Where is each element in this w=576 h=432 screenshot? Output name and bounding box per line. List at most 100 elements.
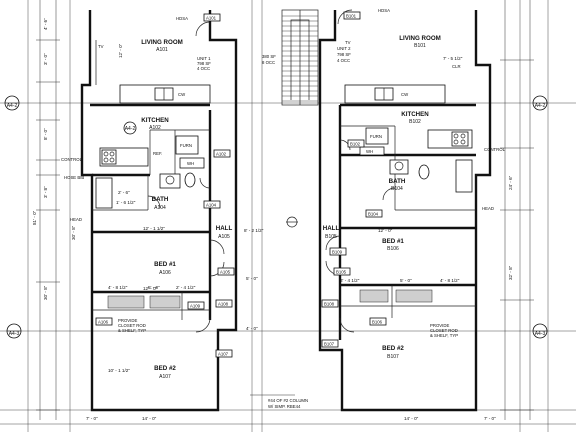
svg-text:B109: B109	[332, 250, 343, 255]
unit-b-info-1: UNIT 2	[337, 46, 351, 51]
dim-bottom-b: 7' - 0"	[86, 416, 98, 421]
dim-left-c: 8' - 0"	[43, 128, 48, 140]
unit-b-closets	[340, 285, 476, 318]
unit-a-kitchen-name: KITCHEN	[141, 117, 169, 124]
unit-b-doors	[325, 9, 396, 333]
unit-b-kitchen-counter	[344, 84, 473, 156]
door-tag: B104	[365, 209, 383, 218]
door-tag: A109	[187, 301, 205, 310]
dim-bottom-c: 14' - 0"	[404, 416, 419, 421]
unit-b-kitchen-tag: B102	[409, 119, 421, 125]
dim-bottom-d: 7' - 0"	[484, 416, 496, 421]
dim-b-living-w: 7' - 5 1/2"	[443, 56, 463, 61]
door-tag: B106	[369, 317, 387, 326]
svg-text:A106: A106	[98, 320, 109, 325]
unit-b-closet-note-1: PROVIDE	[430, 323, 449, 328]
unit-b-cw: CW	[401, 92, 409, 97]
core-labels: 380 SF 8 OCC #44 OF #2 COLUMN W/ SIMP. R…	[262, 54, 308, 409]
unit-b-bed1-tag: B106	[387, 246, 399, 252]
unit-a-bed1-name: BED #1	[154, 261, 176, 268]
unit-b-bath-tag: B104	[391, 186, 403, 192]
dim-b-hall: 3' - 4 1/2"	[340, 278, 360, 283]
dim-left-total: 81' - 0"	[32, 210, 37, 225]
svg-text:A108: A108	[218, 302, 229, 307]
unit-a-wh: WH	[187, 161, 194, 166]
unit-a-info-1: UNIT 1	[197, 56, 211, 61]
unit-b-tv: TV	[345, 40, 351, 45]
dim-a-hall-w: 12' - 1 1/2"	[143, 226, 165, 231]
unit-b-hall-name: HALL	[323, 225, 340, 232]
svg-text:B101: B101	[346, 14, 357, 19]
unit-a-bath-name: BATH	[152, 196, 169, 203]
section-marker-left-bottom: A4-3	[6, 323, 22, 339]
unit-a-kitchen-counter	[99, 84, 211, 169]
section-markers: A4-2 A4-3 A4-2 A4-3 A4-2	[4, 95, 548, 339]
unit-a-control: CONTROL	[61, 157, 83, 162]
rotated-dimension-text: 4' - 6" 3' - 0" 8' - 0" 3' - 8" 81' - 0"…	[32, 18, 513, 300]
svg-text:B104: B104	[368, 212, 379, 217]
svg-text:A109: A109	[190, 304, 201, 309]
dim-b-closet: 5' - 0"	[400, 278, 412, 283]
unit-a-closets	[92, 292, 210, 320]
unit-a-kitchen-tag: A102	[149, 125, 161, 131]
dim-b-bed-w: 12' - 0"	[378, 228, 393, 233]
unit-b-bed1-name: BED #1	[382, 238, 404, 245]
unit-a-bed1-tag: A106	[159, 270, 171, 276]
svg-text:A102: A102	[216, 152, 227, 157]
unit-a-hdsa: HDSA	[176, 16, 188, 21]
unit-b-clr: CLR	[452, 64, 461, 69]
unit-b-walls	[318, 10, 492, 412]
svg-text:A4-2: A4-2	[7, 103, 18, 109]
dim-a-bed-h: 30' - 8"	[71, 225, 76, 240]
unit-a-closet-note-1: PROVIDE	[118, 318, 137, 323]
unit-b-wh: WH	[366, 149, 373, 154]
door-tag: A104	[203, 200, 221, 209]
dim-a-bath-h: 1' - 6 1/2"	[116, 200, 136, 205]
unit-a-living-tag: A101	[156, 47, 168, 53]
unit-b-control: CONTROL	[484, 147, 506, 152]
stair	[281, 9, 319, 106]
unit-b-info-3: 4 OCC	[337, 58, 350, 63]
svg-text:A4-2: A4-2	[535, 103, 546, 109]
section-marker-kitchen: A4-2	[123, 121, 137, 135]
dim-b-closet2: 4' - 8 1/2"	[440, 278, 460, 283]
unit-a-ref: REF.	[153, 151, 162, 156]
unit-a-info-2: 798 SF	[197, 61, 211, 66]
unit-a-bath-tag: A104	[154, 205, 166, 211]
unit-a-bath-fixtures	[95, 172, 196, 209]
section-marker-left-top: A4-2	[4, 95, 20, 111]
door-tag: A108	[215, 299, 233, 308]
dim-a-bed2-h: 10' - 1 1/2"	[108, 368, 130, 373]
svg-text:A4-3: A4-3	[9, 331, 20, 337]
unit-a-living-name: LIVING ROOM	[141, 39, 183, 46]
unit-a-door-tags: A101 A102 A104 A105 A106 A107 A108 A109	[95, 13, 235, 358]
unit-a-bed2-tag: A107	[159, 374, 171, 380]
svg-text:A107: A107	[218, 352, 229, 357]
dim-left-e: 30' - 8"	[43, 285, 48, 300]
unit-a-tv: TV	[98, 44, 104, 49]
unit-b-furn: FURN	[370, 134, 382, 139]
unit-b-kitchen-name: KITCHEN	[401, 111, 429, 118]
door-tag: A102	[213, 149, 231, 158]
unit-a-labels: LIVING ROOM A101 UNIT 1 798 SF 4 OCC KIT…	[61, 16, 232, 380]
unit-b-closet-note-3: & SHELF, TYP	[430, 333, 458, 338]
unit-a-cw: CW	[178, 92, 186, 97]
unit-a-hall-tag: A105	[218, 234, 230, 240]
dim-a-living-w: 12' - 0"	[118, 43, 123, 58]
unit-b-closet-note-2: CLOSET ROD	[430, 328, 458, 333]
unit-b-bath-fixtures	[389, 159, 473, 193]
unit-b-head: HEAD	[482, 206, 494, 211]
svg-text:B107: B107	[324, 342, 335, 347]
dim-a-closet: 4' - 8 1/2"	[108, 285, 128, 290]
dim-a-closet2: 5' - 0"	[148, 285, 160, 290]
section-marker-right-top: A4-2	[532, 95, 548, 111]
svg-text:B105: B105	[336, 270, 347, 275]
svg-text:A104: A104	[206, 203, 217, 208]
unit-a-doors	[147, 21, 225, 333]
section-marker-right-bottom: A4-3	[532, 323, 548, 339]
dim-a-bed-w: 12' - 0"	[143, 286, 158, 291]
dim-mid-b: 5' - 0"	[246, 276, 258, 281]
unit-b-hall-tag: B105	[325, 234, 337, 240]
stair-occ: 8 OCC	[262, 60, 275, 65]
